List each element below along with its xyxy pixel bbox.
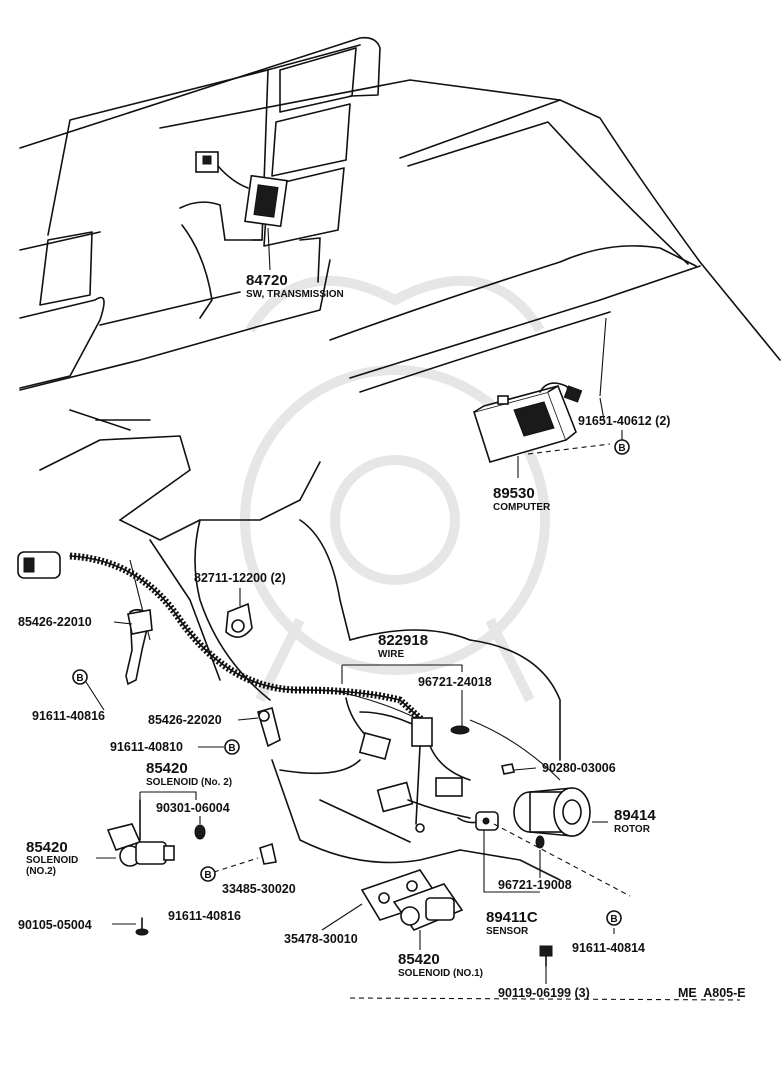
- bolt-symbols: [72, 439, 630, 926]
- leader-lines: [85, 588, 631, 984]
- grommet-96721-24018: [450, 725, 470, 735]
- label-89414: 89414: [614, 807, 656, 824]
- bracket-85426-22010: [125, 608, 153, 686]
- label-85420-solenoid1: 85420: [398, 951, 440, 968]
- label-91611-40810: 91611-40810: [110, 740, 183, 754]
- label-90105-05004: 90105-05004: [18, 918, 92, 932]
- label-84720: 84720: [246, 272, 288, 289]
- part-labels: 84720 SW, TRANSMISSION 91651-40612 (2) 8…: [18, 272, 746, 1000]
- computer-unit: [472, 382, 583, 478]
- label-85420-solenoid2-top: 85420: [146, 760, 188, 777]
- vehicle-console-outline: [19, 36, 381, 391]
- clip-90280: [501, 763, 515, 775]
- label-reference-code: ME A805-E: [678, 986, 746, 1000]
- label-sw-transmission: SW, TRANSMISSION: [246, 289, 344, 300]
- rotor: [513, 787, 591, 837]
- label-85426-22010: 85426-22010: [18, 615, 92, 629]
- oring-90301: [194, 824, 206, 840]
- label-no2-left: (NO.2): [26, 866, 56, 877]
- bolt-letter-91611-40816-a: B: [76, 673, 83, 684]
- transmission-switch: [195, 151, 288, 271]
- label-91611-40816-a: 91611-40816: [32, 709, 105, 723]
- label-computer: COMPUTER: [493, 502, 551, 513]
- solenoid-no1: [360, 869, 464, 931]
- wire-clamp: [225, 602, 253, 638]
- label-solenoid-left: SOLENOID: [26, 855, 78, 866]
- label-wire: WIRE: [378, 649, 404, 660]
- label-sensor: SENSOR: [486, 926, 529, 937]
- wire-harness: [17, 551, 471, 843]
- bracket-85426-22020: [257, 707, 281, 748]
- watermark-emblem: [240, 275, 550, 703]
- bolt-letter-91651-40612: B: [618, 443, 625, 454]
- label-89411c: 89411C: [486, 909, 538, 926]
- label-822918: 822918: [378, 632, 428, 649]
- leader-computer-connector: [599, 397, 605, 421]
- plate-33485: [259, 842, 277, 865]
- bolt-90119: [539, 945, 553, 967]
- bolt-symbol-letters: B B B B B: [76, 443, 625, 925]
- transmission-body-outline: [39, 409, 741, 1001]
- bolt-letter-91611-40810: B: [228, 743, 235, 754]
- label-89530: 89530: [493, 485, 535, 502]
- bolt-letter-91611-40814: B: [610, 914, 617, 925]
- label-rotor: ROTOR: [614, 824, 651, 835]
- label-96721-24018: 96721-24018: [418, 675, 492, 689]
- label-33485-30020: 33485-30020: [222, 882, 296, 896]
- bolt-letter-91611-40816-b: B: [204, 870, 211, 881]
- label-35478-30010: 35478-30010: [284, 932, 358, 946]
- sensor: [457, 811, 545, 849]
- body-rear-panel: [159, 79, 781, 397]
- label-solenoid-no1: SOLENOID (NO.1): [398, 968, 483, 979]
- label-85426-22020: 85426-22020: [148, 713, 222, 727]
- label-96721-19008: 96721-19008: [498, 878, 572, 892]
- label-solenoid-no2-top: SOLENOID (No. 2): [146, 777, 232, 788]
- solenoid-no2: [106, 799, 175, 867]
- label-82711-12200: 82711-12200 (2): [194, 571, 286, 585]
- label-85420-solenoid2-left: 85420: [26, 839, 68, 856]
- label-91611-40816-b: 91611-40816: [168, 909, 241, 923]
- label-90301-06004: 90301-06004: [156, 801, 230, 815]
- label-91651-40612: 91651-40612 (2): [578, 414, 670, 428]
- label-90119-06199: 90119-06199 (3): [498, 986, 590, 1000]
- label-90280-03006: 90280-03006: [542, 761, 616, 775]
- label-91611-40814: 91611-40814: [572, 941, 645, 955]
- bolt-90105: [135, 917, 149, 936]
- leader-screw-computer: [527, 443, 611, 455]
